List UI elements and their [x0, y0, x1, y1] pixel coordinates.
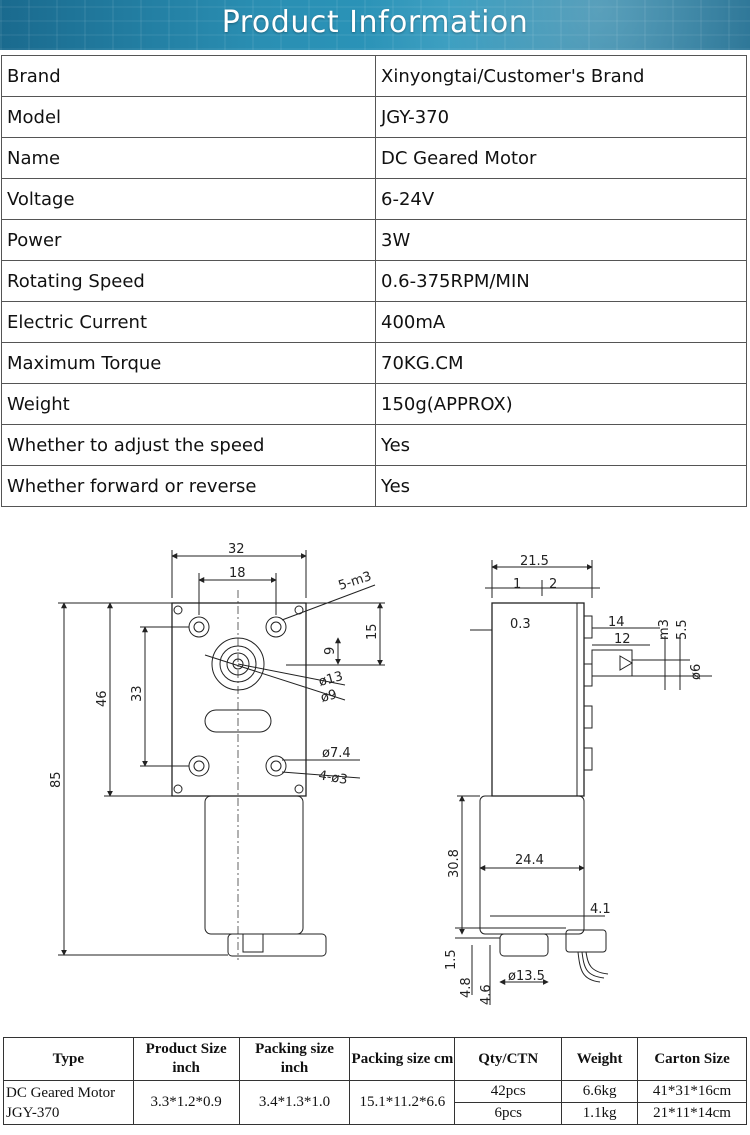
- dim-dia6: ø6: [689, 664, 704, 680]
- spec-key: Electric Current: [1, 301, 376, 343]
- dim-width-18: 18: [229, 566, 246, 581]
- dim-4-6: 4.6: [479, 984, 494, 1005]
- spec-key: Whether to adjust the speed: [1, 424, 376, 466]
- cell-qty: 6pcs: [454, 1102, 563, 1125]
- dim-0-3: 0.3: [510, 617, 531, 632]
- cell-weight: 1.1kg: [561, 1102, 639, 1125]
- cell-product-size-inch: 3.3*1.2*0.9: [132, 1080, 240, 1125]
- dim-46: 46: [95, 690, 110, 707]
- spec-key: Model: [1, 96, 376, 138]
- spec-key: Power: [1, 219, 376, 261]
- side-view: 21.5 1 2 0.3 14 12 m3 5.5 ø6 30.8 24.4 4…: [444, 554, 712, 1005]
- dim-4-1: 4.1: [590, 902, 611, 917]
- cell-packing-size-inch: 3.4*1.3*1.0: [238, 1080, 351, 1125]
- dim-15: 15: [365, 623, 380, 640]
- dim-85: 85: [49, 771, 64, 788]
- spec-value: JGY-370: [375, 96, 747, 138]
- dim-14: 14: [608, 615, 625, 630]
- dim-m3: m3: [657, 619, 672, 640]
- dim-dia13: ø13: [317, 669, 345, 690]
- spec-value: 3W: [375, 219, 747, 261]
- col-header-weight: Weight: [561, 1037, 639, 1081]
- header-banner: Product Information: [0, 0, 750, 50]
- col-header-packing-size-cm: Packing size cm: [349, 1037, 456, 1081]
- dim-width-32: 32: [228, 542, 245, 557]
- page-title: Product Information: [221, 5, 529, 40]
- spec-key: Name: [1, 137, 376, 179]
- table-row: DC Geared Motor JGY-370 3.3*1.2*0.9 3.4*…: [3, 1080, 747, 1125]
- dim-24-4: 24.4: [515, 853, 544, 868]
- spec-value: Xinyongtai/Customer's Brand: [375, 55, 747, 97]
- spec-key: Voltage: [1, 178, 376, 220]
- cell-carton: 21*11*14cm: [637, 1102, 747, 1125]
- dim-2: 2: [549, 577, 557, 592]
- spec-value: 150g(APPROX): [375, 383, 747, 425]
- cell-weight: 6.6kg: [561, 1080, 639, 1103]
- dim-33: 33: [130, 685, 145, 702]
- col-header-packing-size-inch: Packing size inch: [238, 1037, 351, 1081]
- dim-9: 9: [323, 647, 338, 655]
- type-line-2: JGY-370: [6, 1104, 60, 1121]
- spec-key: Brand: [1, 55, 376, 97]
- dim-12: 12: [614, 632, 631, 647]
- dim-21-5: 21.5: [520, 554, 549, 569]
- cell-type: DC Geared Motor JGY-370: [3, 1080, 134, 1125]
- dim-dia7-4: ø7.4: [322, 746, 351, 761]
- spec-value: 400mA: [375, 301, 747, 343]
- spec-value: DC Geared Motor: [375, 137, 747, 179]
- cell-carton: 41*31*16cm: [637, 1080, 747, 1103]
- dim-4-8: 4.8: [459, 977, 474, 998]
- dim-dia13-5: ø13.5: [508, 969, 545, 984]
- spec-key: Weight: [1, 383, 376, 425]
- dim-30-8: 30.8: [447, 849, 462, 878]
- col-header-type: Type: [3, 1037, 134, 1081]
- cell-qty: 42pcs: [454, 1080, 563, 1103]
- dim-holes-5m3: 5-m3: [337, 569, 374, 594]
- spec-value: 70KG.CM: [375, 342, 747, 384]
- spec-value: 6-24V: [375, 178, 747, 220]
- table-row: 6pcs 1.1kg 21*11*14cm: [4, 1102, 747, 1125]
- spec-value: Yes: [375, 465, 747, 507]
- dimension-drawing: 32 18 5-m3 15 9 ø13 ø9 46 33 85 ø7.4 4-ø…: [49, 542, 712, 1005]
- dim-1: 1: [513, 577, 521, 592]
- dim-1-5: 1.5: [444, 949, 459, 970]
- dim-holes-4-dia3: 4-ø3: [317, 768, 348, 788]
- col-header-carton-size: Carton Size: [637, 1037, 747, 1081]
- spec-key: Whether forward or reverse: [1, 465, 376, 507]
- dim-dia9: ø9: [319, 687, 339, 706]
- col-header-qty-ctn: Qty/CTN: [454, 1037, 563, 1081]
- dim-5-5: 5.5: [675, 619, 690, 640]
- type-line-1: DC Geared Motor: [6, 1084, 116, 1101]
- spec-value: Yes: [375, 424, 747, 466]
- front-view: 32 18 5-m3 15 9 ø13 ø9 46 33 85 ø7.4 4-ø…: [49, 542, 385, 960]
- packing-table: Type Product Size inch Packing size inch…: [3, 1037, 747, 1125]
- col-header-product-size-inch: Product Size inch: [132, 1037, 240, 1081]
- cell-packing-size-cm: 15.1*11.2*6.6: [349, 1080, 456, 1125]
- spec-value: 0.6-375RPM/MIN: [375, 260, 747, 302]
- spec-key: Rotating Speed: [1, 260, 376, 302]
- spec-key: Maximum Torque: [1, 342, 376, 384]
